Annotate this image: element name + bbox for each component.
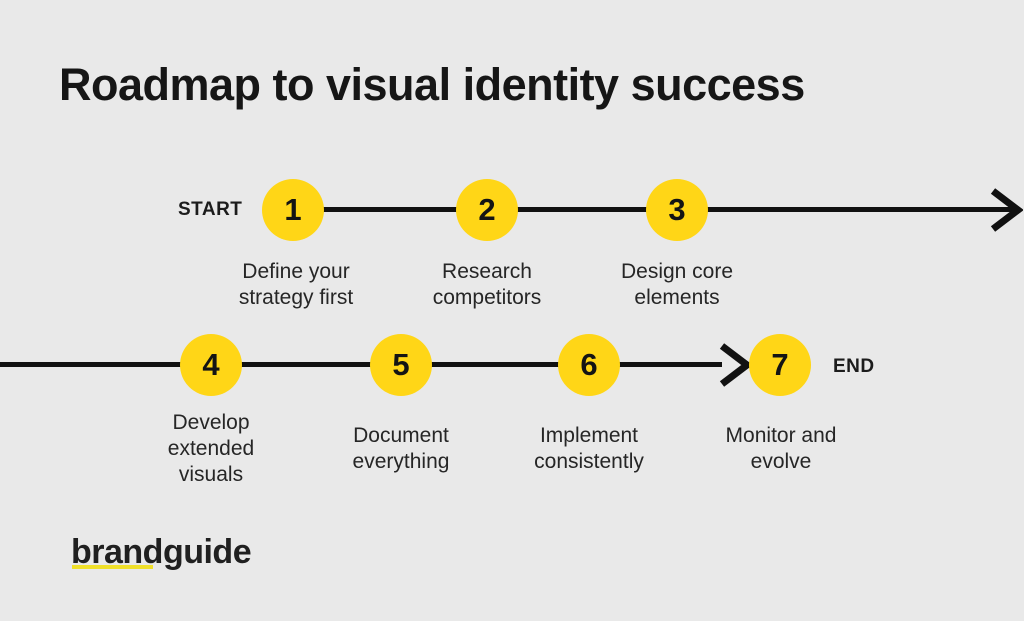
arrow-right-icon [719, 343, 752, 387]
step-circle-7: 7 [749, 334, 811, 396]
step-number: 7 [771, 347, 789, 382]
step-number: 1 [284, 192, 302, 227]
step-circle-5: 5 [370, 334, 432, 396]
step-label-1: Define your strategy first [238, 260, 354, 309]
step-number: 4 [202, 347, 220, 382]
step-label-3: Design core elements [620, 260, 734, 309]
step-label-4: Develop extended visuals [167, 411, 255, 486]
step-number: 6 [580, 347, 598, 382]
step-circle-1: 1 [262, 179, 324, 241]
step-circle-2: 2 [456, 179, 518, 241]
arrow-right-icon [990, 188, 1023, 232]
page-title: Roadmap to visual identity success [59, 59, 805, 110]
step-circle-4: 4 [180, 334, 242, 396]
end-label: END [833, 356, 875, 377]
step-circle-3: 3 [646, 179, 708, 241]
step-label-6: Implement consistently [534, 424, 644, 473]
step-circle-6: 6 [558, 334, 620, 396]
step-label-7: Monitor and evolve [725, 424, 837, 473]
step-number: 3 [668, 192, 686, 227]
start-label: START [178, 199, 243, 220]
step-label-5: Document everything [352, 424, 450, 473]
step-number: 2 [478, 192, 496, 227]
step-label-2: Research competitors [432, 260, 542, 309]
step-number: 5 [392, 347, 410, 382]
brand-logo: brandguide [71, 533, 252, 571]
timeline-line-bottom [0, 362, 722, 367]
logo-underline [72, 565, 153, 569]
